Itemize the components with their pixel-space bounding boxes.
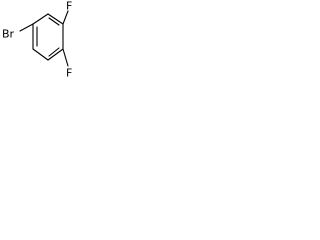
atom-label-fluorine-bottom: F xyxy=(66,67,72,80)
ring-bond-top-left xyxy=(32,13,49,25)
bond-to-fluorine-top xyxy=(62,10,69,25)
bond-to-fluorine-bottom xyxy=(62,48,69,67)
ring-double-bond-bottom-right xyxy=(48,47,60,57)
ring-bond-top-right xyxy=(47,13,64,25)
bond-to-bromine xyxy=(19,23,34,32)
ring-bond-bottom-right xyxy=(47,48,64,61)
structure-diagram: Br F F xyxy=(2,0,72,80)
ring-double-bond-top-right xyxy=(48,17,60,26)
benzene-ring xyxy=(32,13,64,61)
atom-label-bromine: Br xyxy=(2,28,15,41)
atom-label-fluorine-top: F xyxy=(66,0,72,13)
ring-bond-bottom-left xyxy=(32,48,49,61)
